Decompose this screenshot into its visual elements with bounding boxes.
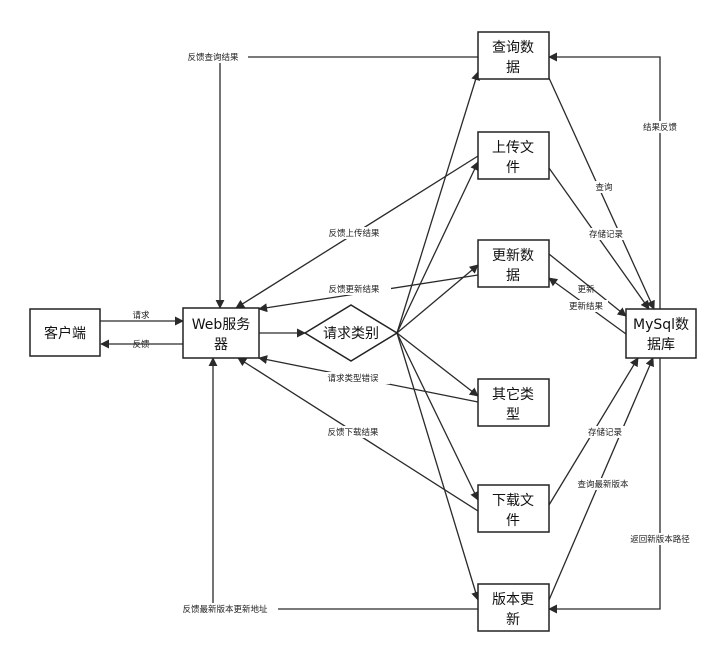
- node-download-file: 下载文 件: [477, 484, 550, 533]
- edge-type-to-download: [396, 332, 479, 501]
- edge-query-to-db: [548, 77, 655, 310]
- label-feedback-upload: 反馈上传结果: [328, 228, 380, 239]
- node-query-data-line1: 查询数: [492, 40, 534, 56]
- label-return-version-path: 返回新版本路径: [630, 534, 690, 545]
- node-other-type-line1: 其它类: [492, 386, 534, 403]
- label-request-group: 请求: [132, 310, 150, 321]
- edge-type-to-query: [396, 71, 480, 334]
- nodes: 客户端 Web服务 器 请求类别 查询数 据 上传文 件 更新数 据: [29, 31, 697, 632]
- edge-type-to-version: [396, 332, 480, 601]
- node-upload-file-line1: 上传文: [492, 140, 534, 156]
- node-client-label: 客户端: [44, 325, 86, 342]
- node-upload-file: 上传文 件: [477, 131, 550, 180]
- label-upload-store: 存储记录: [589, 229, 624, 240]
- node-mysql-db-line1: MySql数: [633, 317, 689, 333]
- edge-db-result-feedback: [548, 52, 661, 309]
- label-feedback-version: 反馈最新版本更新地址: [182, 604, 268, 615]
- edge-labels: 请求 反馈 反馈查询结果 反馈上传结果 反馈更新结果 请求类型错误 反馈下载结果…: [132, 51, 696, 615]
- node-update-data-line1: 更新数: [492, 248, 534, 264]
- node-web-server-line1: Web服务: [192, 317, 251, 333]
- node-upload-file-line2: 件: [506, 160, 520, 176]
- node-query-data-line2: 据: [506, 60, 520, 76]
- label-feedback: 反馈: [132, 339, 150, 350]
- label-feedback-group: 反馈: [132, 339, 150, 350]
- node-mysql-db-line2: 据库: [647, 337, 675, 353]
- edge-update-to-db: [548, 253, 627, 317]
- node-version-update: 版本更 新: [477, 583, 550, 632]
- edge-type-to-update: [396, 264, 479, 334]
- node-update-data-line2: 据: [506, 268, 520, 284]
- node-query-data: 查询数 据: [477, 31, 550, 80]
- edge-type-to-other: [396, 332, 479, 397]
- label-feedback-update: 反馈更新结果: [328, 284, 380, 295]
- label-update-result: 更新结果: [569, 301, 604, 312]
- label-query-latest-version: 查询最新版本: [577, 479, 629, 490]
- node-update-data: 更新数 据: [477, 239, 550, 288]
- label-query-db: 查询: [595, 182, 612, 193]
- node-web-server: Web服务 器: [182, 307, 260, 359]
- node-request-type-label: 请求类别: [323, 326, 379, 342]
- node-version-update-line2: 新: [506, 612, 520, 628]
- label-db-result: 结果反馈: [643, 122, 678, 133]
- label-request: 请求: [132, 310, 150, 321]
- node-mysql-db: MySql数 据库: [625, 308, 697, 359]
- node-download-file-line2: 件: [506, 513, 520, 529]
- edge-version-feedback: [208, 357, 478, 610]
- node-request-type: 请求类别: [303, 304, 399, 362]
- node-web-server-line2: 器: [214, 337, 228, 353]
- edge-query-feedback: [215, 56, 478, 309]
- edge-type-to-upload: [396, 161, 479, 334]
- label-feedback-query: 反馈查询结果: [187, 52, 239, 63]
- node-client: 客户端: [29, 308, 101, 357]
- label-update-db: 更新: [577, 284, 595, 295]
- label-feedback-download: 反馈下载结果: [327, 427, 379, 438]
- label-type-error: 请求类型错误: [327, 373, 379, 384]
- node-other-type-line2: 型: [506, 407, 520, 423]
- edge-db-to-version: [548, 358, 661, 614]
- node-other-type: 其它类 型: [477, 378, 550, 427]
- node-version-update-line1: 版本更: [492, 592, 534, 608]
- label-download-store: 存储记录: [588, 427, 623, 438]
- node-download-file-line1: 下载文: [492, 493, 534, 509]
